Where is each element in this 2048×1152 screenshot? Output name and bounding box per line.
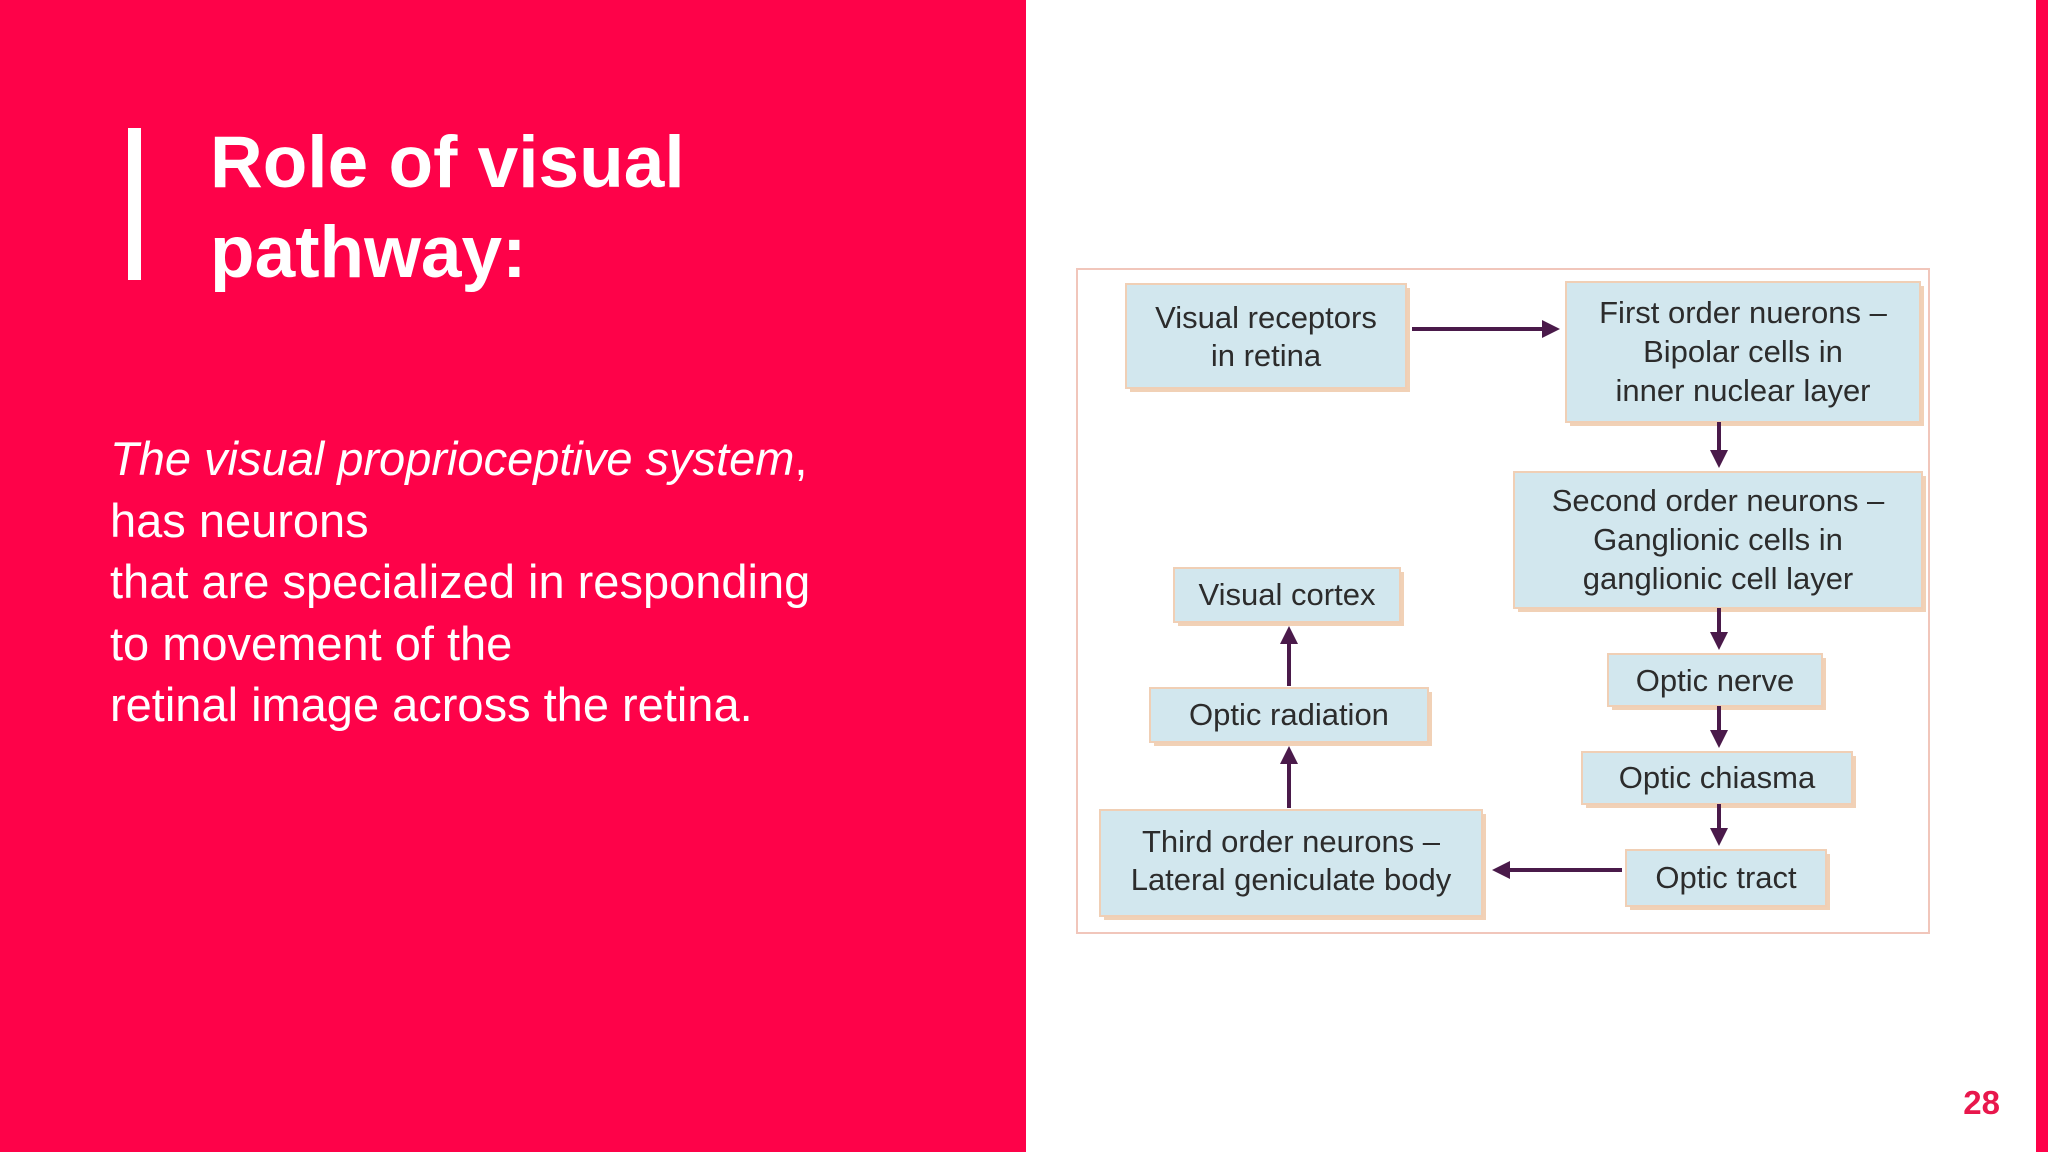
box-optic-nerve-label: Optic nerve (1636, 663, 1795, 698)
box-optic-radiation: Optic radiation (1149, 687, 1432, 746)
arrow-optic-nerve-to-chiasma (1710, 706, 1728, 748)
box-first-order-neurons: First order nuerons – Bipolar cells in i… (1565, 281, 1924, 426)
box-first-order-line-3: inner nuclear layer (1615, 373, 1870, 408)
box-first-order-line-2: Bipolar cells in (1643, 334, 1843, 369)
arrow-radiation-to-visual-cortex (1280, 626, 1298, 686)
arrow-chiasma-to-optic-tract (1710, 804, 1728, 846)
box-optic-radiation-label: Optic radiation (1189, 697, 1389, 732)
arrow-first-to-second-order (1710, 422, 1728, 468)
title-line-1: Role of visual (210, 122, 685, 203)
body-line-4: to movement of the (110, 616, 513, 670)
arrow-third-order-to-radiation (1280, 746, 1298, 808)
visual-pathway-diagram: Visual receptors in retina First order n… (1076, 268, 1930, 934)
body-italic-lead: The visual proprioceptive system (110, 432, 795, 485)
arrow-receptors-to-first-order (1412, 320, 1560, 338)
arrow-optic-tract-to-third-order (1492, 861, 1622, 879)
slide-body-text: The visual proprioceptive system, has ne… (110, 428, 990, 736)
arrow-second-order-to-optic-nerve (1710, 608, 1728, 650)
box-third-order-line-2: Lateral geniculate body (1131, 862, 1452, 897)
box-optic-nerve: Optic nerve (1607, 653, 1826, 710)
right-accent-strip (2036, 0, 2048, 1152)
box-optic-chiasma-label: Optic chiasma (1619, 760, 1816, 795)
box-third-order-line-1: Third order neurons – (1142, 824, 1441, 859)
box-visual-cortex-label: Visual cortex (1199, 577, 1376, 612)
page-number: 28 (1963, 1084, 2000, 1121)
diagram-svg: Visual receptors in retina First order n… (1099, 281, 1926, 920)
box-visual-receptors-line-1: Visual receptors (1155, 300, 1377, 335)
left-accent-panel (0, 0, 1026, 1152)
body-line-2: has neurons (110, 493, 369, 547)
box-third-order-neurons: Third order neurons – Lateral geniculate… (1099, 809, 1486, 920)
box-optic-tract-label: Optic tract (1655, 860, 1797, 895)
box-second-order-line-2: Ganglionic cells in (1593, 522, 1843, 557)
body-line-5: retinal image across the retina. (110, 678, 753, 731)
body-line-1: The visual proprioceptive system, (110, 428, 990, 490)
box-second-order-neurons: Second order neurons – Ganglionic cells … (1513, 471, 1926, 612)
box-visual-cortex: Visual cortex (1173, 567, 1404, 626)
box-visual-receptors: Visual receptors in retina (1125, 283, 1410, 392)
title-accent-bar (128, 128, 141, 280)
box-second-order-line-3: ganglionic cell layer (1583, 561, 1854, 596)
body-line-3: that are specialized in responding (110, 555, 811, 608)
body-lead-suffix: , (794, 432, 808, 485)
box-first-order-line-1: First order nuerons – (1599, 295, 1887, 330)
title-line-2: pathway: (210, 212, 527, 293)
box-optic-tract: Optic tract (1625, 849, 1830, 910)
box-visual-receptors-line-2: in retina (1211, 338, 1322, 373)
box-second-order-line-1: Second order neurons – (1552, 483, 1885, 518)
box-optic-chiasma: Optic chiasma (1581, 751, 1856, 808)
slide-title: Role of visual pathway: (210, 118, 685, 298)
